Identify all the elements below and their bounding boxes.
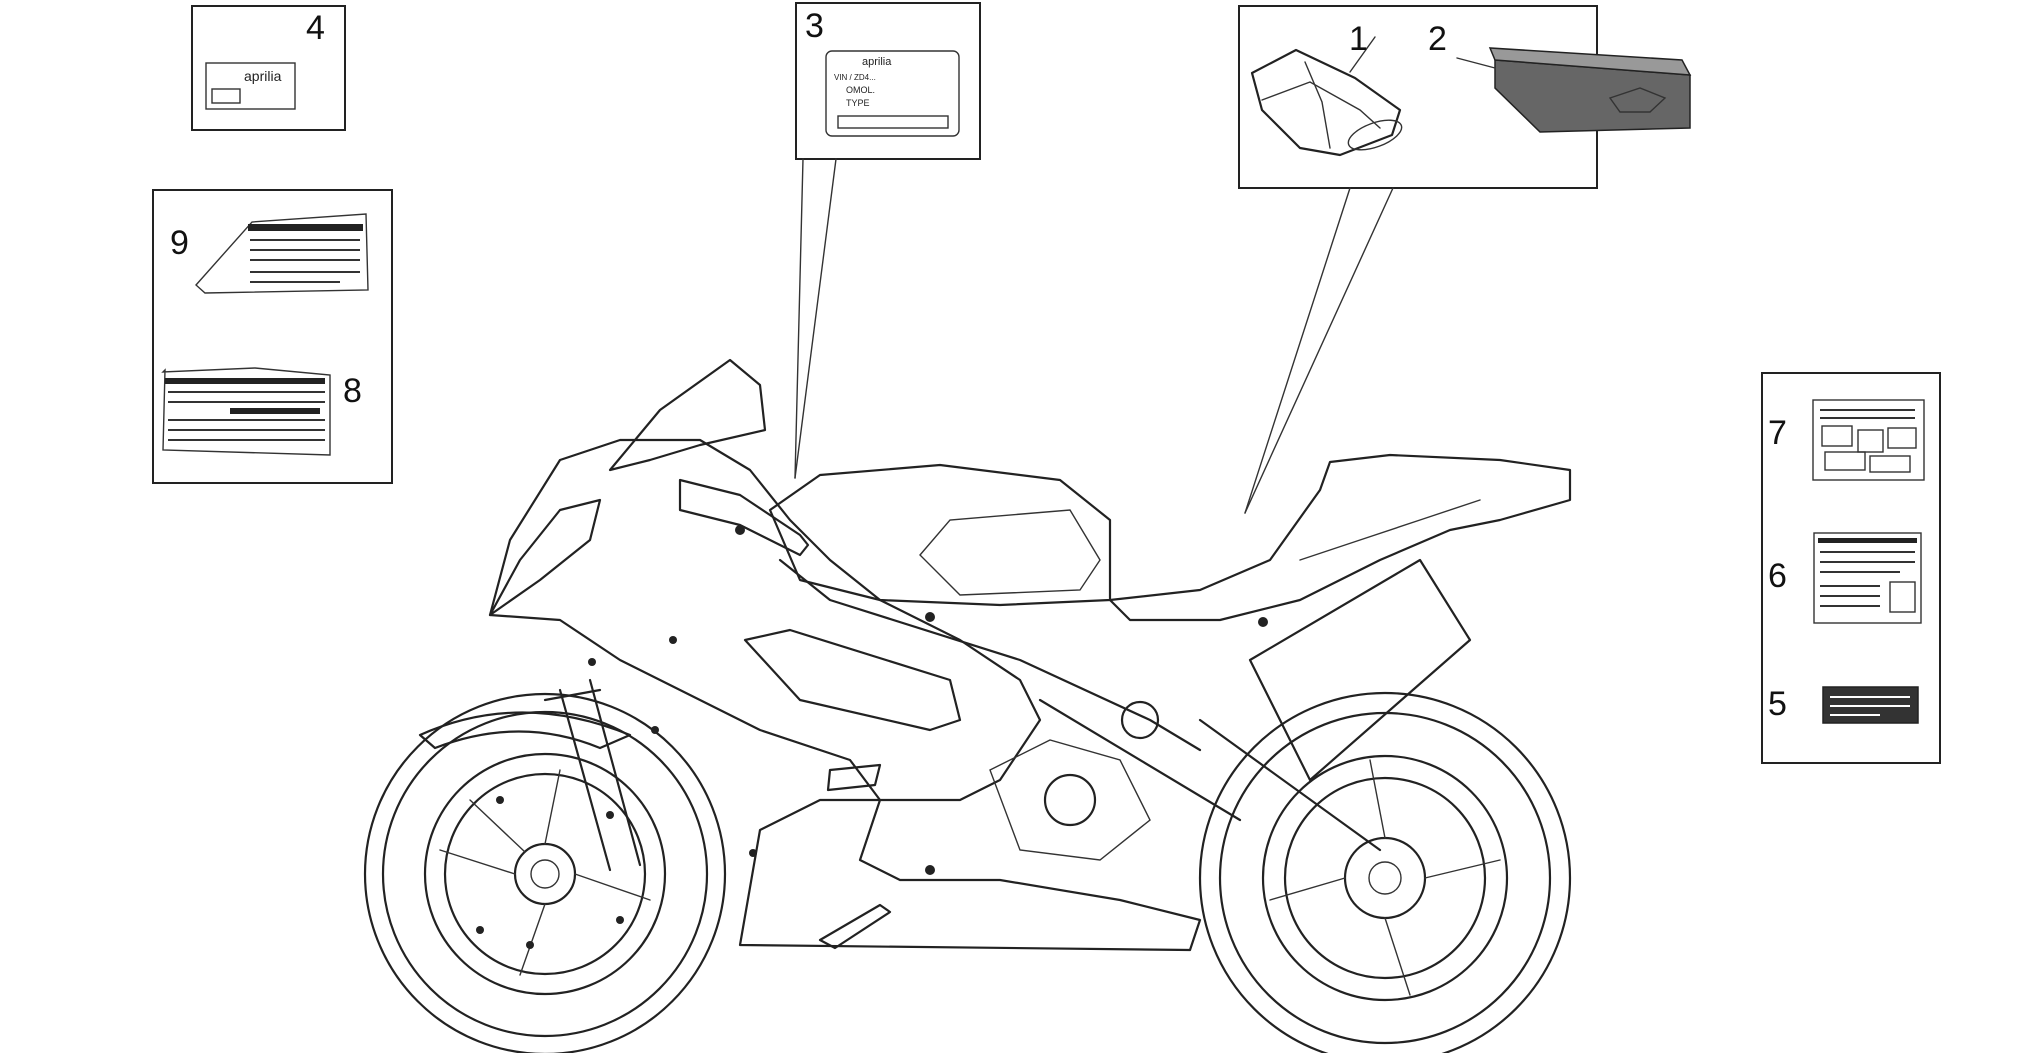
leader-line-12b [1244,187,1394,514]
leader-line-12a [1244,187,1351,514]
leader-line-2 [1456,57,1496,69]
part-box-8-9 [152,189,393,484]
label-5-icon [1822,686,1919,724]
part-box-1-2 [1238,5,1692,514]
front-wheel-icon [363,692,727,1053]
plate-logo-text: aprilia [862,56,892,68]
swingarm-icon [1038,698,1382,852]
windscreen-icon [608,358,767,472]
fairing-vent-icon [826,763,882,792]
callout-5: 5 [1768,685,1787,723]
fairing-icon [488,438,1202,952]
callout-4: 4 [306,9,325,47]
lower-vent-icon [818,903,892,950]
plate-type-text: TYPE [846,98,870,108]
callout-9: 9 [170,224,189,262]
callout-2: 2 [1428,20,1447,58]
callout-3: 3 [805,7,824,45]
rear-wheel-icon [1198,691,1572,1053]
callout-8: 8 [343,372,362,410]
headlight-icon [488,498,602,617]
part-box-4: aprilia [191,5,346,131]
front-fork-icon [543,678,642,872]
exhaust-icon [1248,558,1472,782]
decal-square-icon [211,88,241,104]
fuel-tank-icon [768,463,1112,607]
seat-tail-icon [1108,453,1572,622]
owners-manual-icon [1488,47,1692,133]
plate-omol-text: OMOL. [846,85,875,95]
id-plate-icon [825,50,960,137]
label-7-icon [1812,399,1925,481]
callout-6: 6 [1768,557,1787,595]
part-box-5-6-7 [1761,372,1941,764]
callout-7: 7 [1768,414,1787,452]
frame-icon [778,558,1202,752]
leader-line-3a [794,158,837,479]
aprilia-logo-text: aprilia [244,68,282,84]
leader-line-1 [1349,36,1376,73]
plate-field-icon [837,115,949,129]
plate-vin-text: VIN / ZD4... [834,73,876,82]
part-box-3: aprilia VIN / ZD4... OMOL. TYPE [794,2,981,479]
front-fender-icon [418,711,632,750]
engine-icon [989,700,1160,861]
tool-pouch-icon [1250,48,1403,157]
aprilia-decal-icon [205,62,296,110]
warning-label-9-icon [195,213,369,294]
side-vent-icon [743,628,962,732]
motorcycle-icon [363,358,1572,1053]
callout-1: 1 [1349,20,1368,58]
part-box-8-9-frame [152,189,393,484]
label-6-icon [1813,532,1922,624]
warning-label-8-icon [161,367,331,456]
leader-line-3b [794,158,804,479]
handlebar-icon [678,478,810,557]
